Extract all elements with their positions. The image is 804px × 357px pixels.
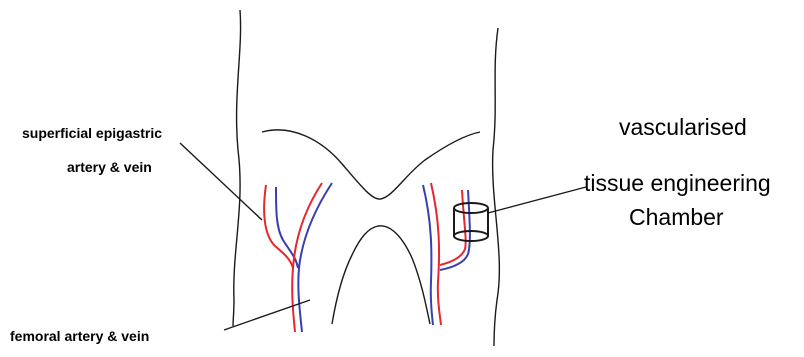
label-superficial-line1: superficial epigastric (22, 126, 162, 140)
tissue-chamber (454, 203, 488, 241)
label-femoral: femoral artery & vein (10, 329, 149, 343)
right-femoral-artery (431, 183, 441, 325)
left-femoral-vein (298, 183, 332, 332)
chamber-bottom (454, 231, 488, 241)
label-vascularised: vascularised (619, 116, 747, 139)
leader-femoral (224, 300, 310, 330)
label-superficial-line2: artery & vein (67, 160, 152, 174)
label-tissue-engineering: tissue engineering (584, 172, 771, 195)
right-chamber-artery (440, 190, 466, 265)
groin-crease (262, 130, 480, 199)
leader-chamber (488, 187, 586, 213)
chamber-top (454, 203, 488, 213)
leader-lines (180, 143, 586, 330)
left-torso-edge (233, 10, 241, 326)
left-femoral-artery (292, 183, 322, 332)
label-chamber: Chamber (629, 206, 724, 229)
inner-thighs (332, 226, 430, 324)
right-femoral-vein (423, 185, 433, 325)
leader-superficial (180, 143, 262, 220)
left-vessels (264, 183, 332, 332)
right-torso-edge (493, 28, 500, 346)
body-outline (233, 10, 499, 346)
